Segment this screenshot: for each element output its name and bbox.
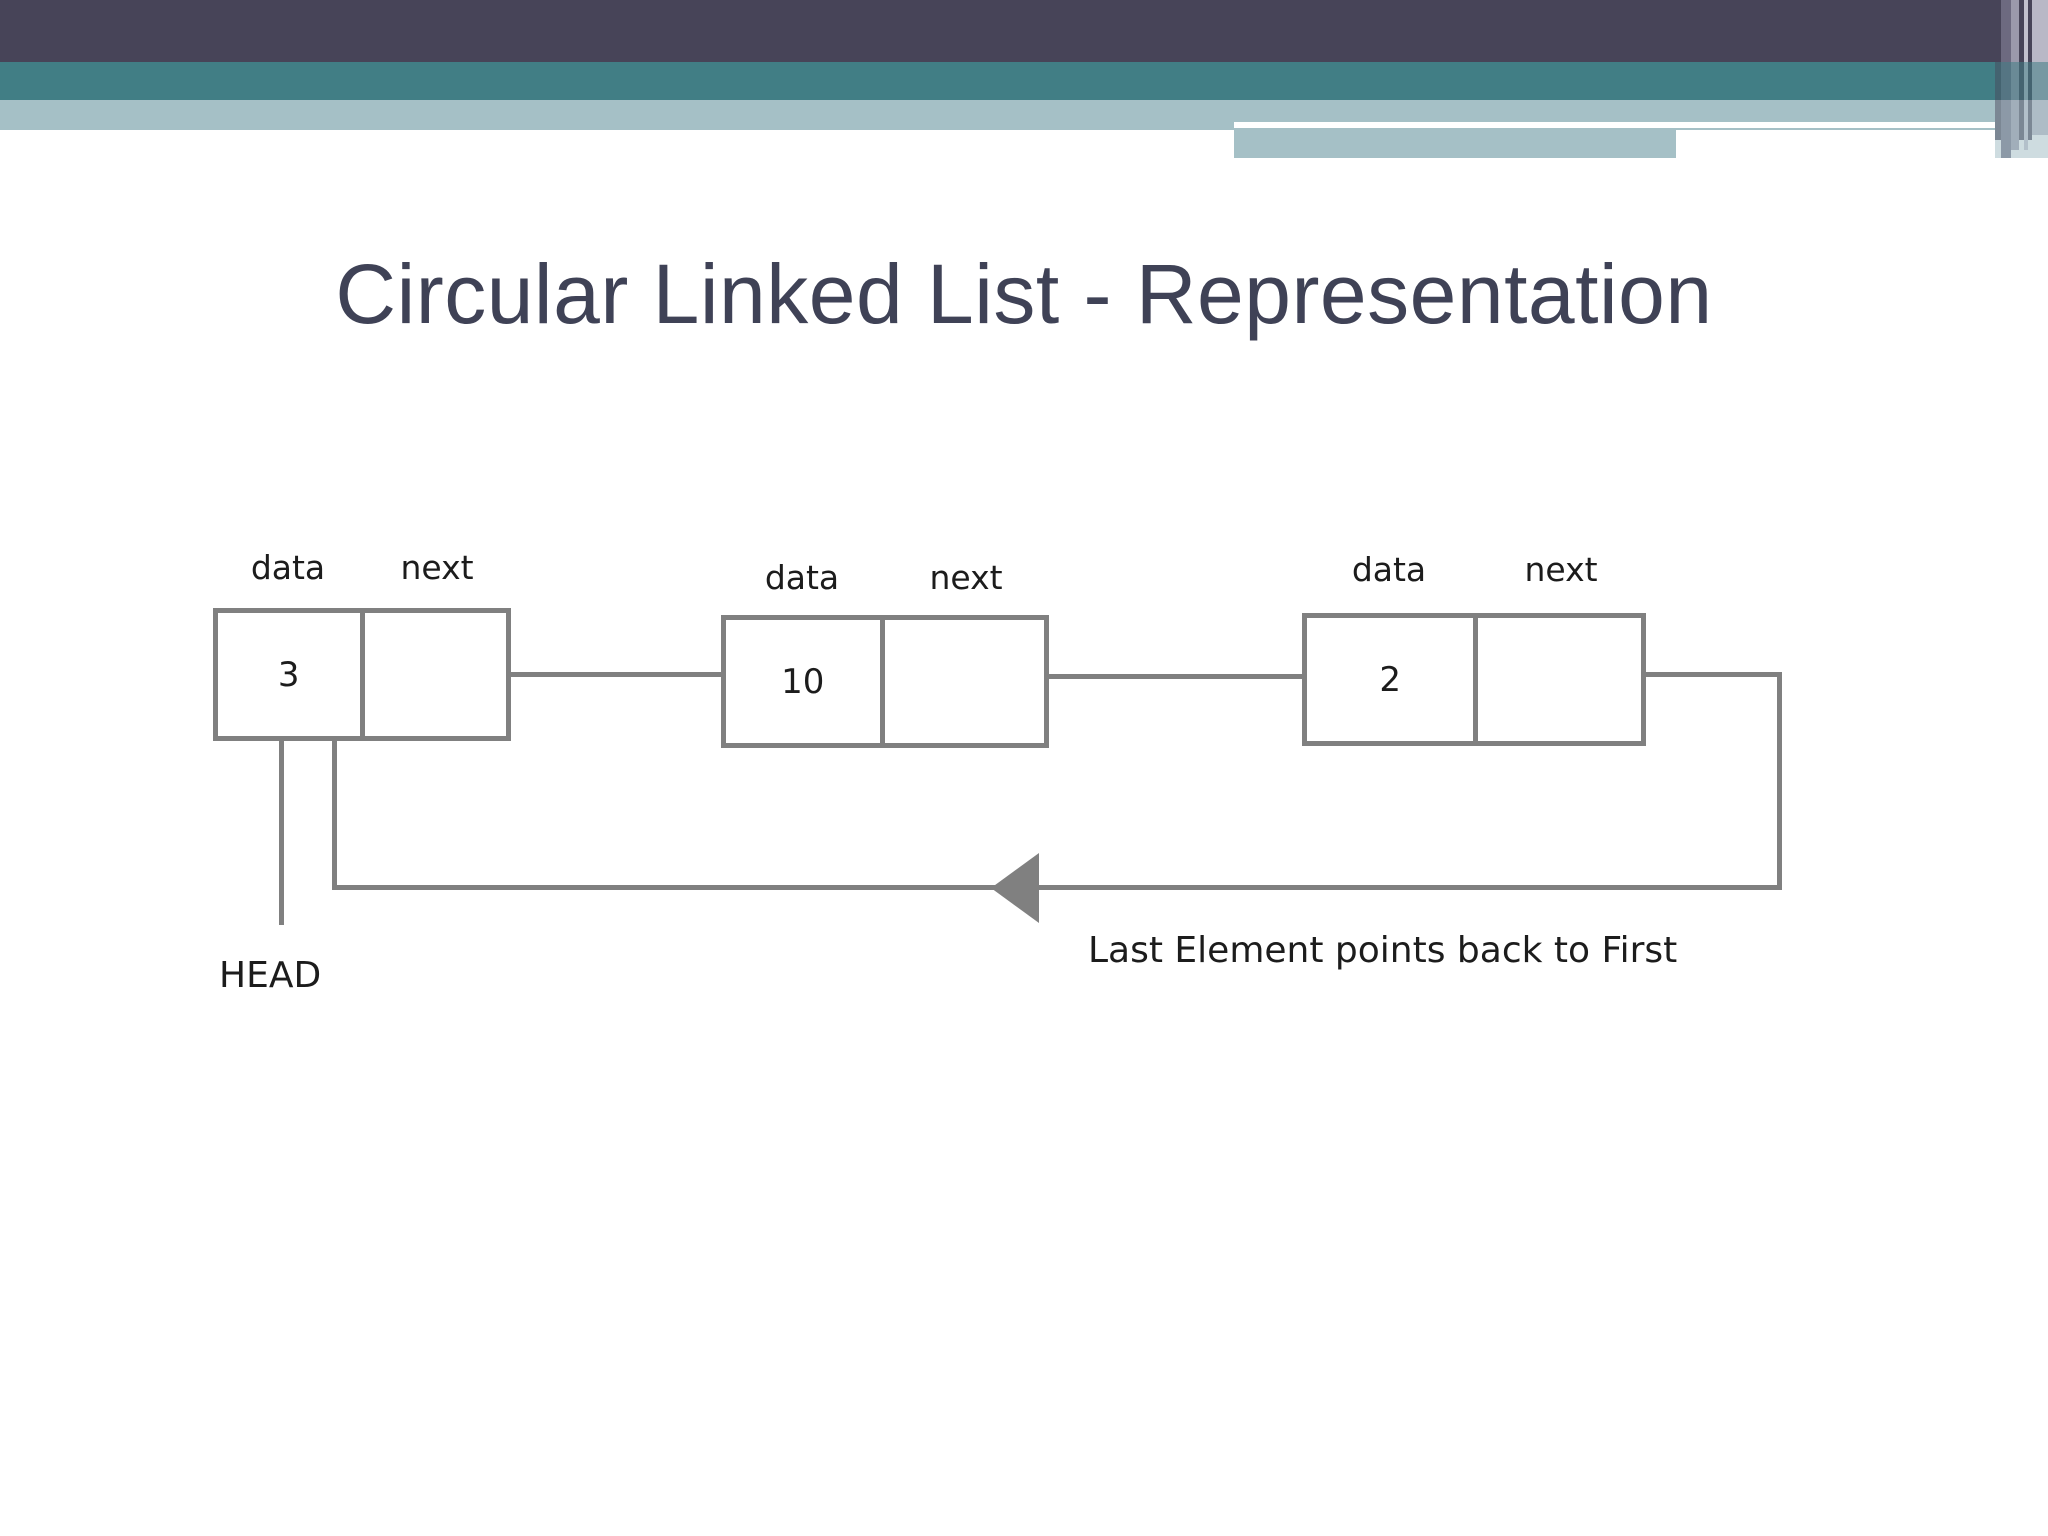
header-stripe-teal-overlay	[1995, 62, 2048, 100]
header-lightblue-band-left	[0, 100, 1234, 130]
node-3[interactable]: 2	[1302, 613, 1646, 746]
node-2-data-cell: 10	[726, 620, 885, 743]
node-1[interactable]: 3	[213, 608, 511, 741]
node-1-data-cell: 3	[218, 613, 365, 736]
node-2-next-label: next	[929, 558, 1003, 597]
connector-node1-to-node2	[511, 672, 722, 677]
loopback-wire-left	[332, 741, 337, 889]
header-teal-band	[0, 62, 2048, 100]
node-1-next-label: next	[400, 548, 474, 587]
node-3-data-label: data	[1351, 550, 1427, 589]
head-pointer-line	[279, 741, 284, 925]
node-3-next-label: next	[1524, 550, 1598, 589]
node-2[interactable]: 10	[721, 615, 1049, 748]
loopback-wire-bottom	[332, 885, 1782, 890]
node-3-data-cell: 2	[1307, 618, 1479, 741]
header-lightblue-band-low-cutout	[1676, 130, 2048, 158]
loopback-arrowhead-icon	[991, 853, 1039, 923]
node-1-data-label: data	[250, 548, 326, 587]
header-stripe-lightblue-overlay	[1995, 100, 2048, 158]
head-label: HEAD	[219, 955, 322, 996]
loopback-caption: Last Element points back to First	[1088, 930, 1678, 971]
loopback-wire-top	[1646, 672, 1782, 677]
node-2-data-label: data	[764, 558, 840, 597]
loopback-wire-right	[1777, 672, 1782, 890]
node-2-next-cell	[885, 620, 1044, 743]
header-dark-band	[0, 0, 2048, 62]
node-1-next-cell	[365, 613, 507, 736]
connector-node2-to-node3	[1049, 674, 1303, 679]
page-title: Circular Linked List - Representation	[335, 247, 1713, 341]
header-white-divider	[1234, 122, 1934, 128]
header-lightblue-band-mid	[1234, 100, 2048, 122]
node-3-next-cell	[1478, 618, 1641, 741]
